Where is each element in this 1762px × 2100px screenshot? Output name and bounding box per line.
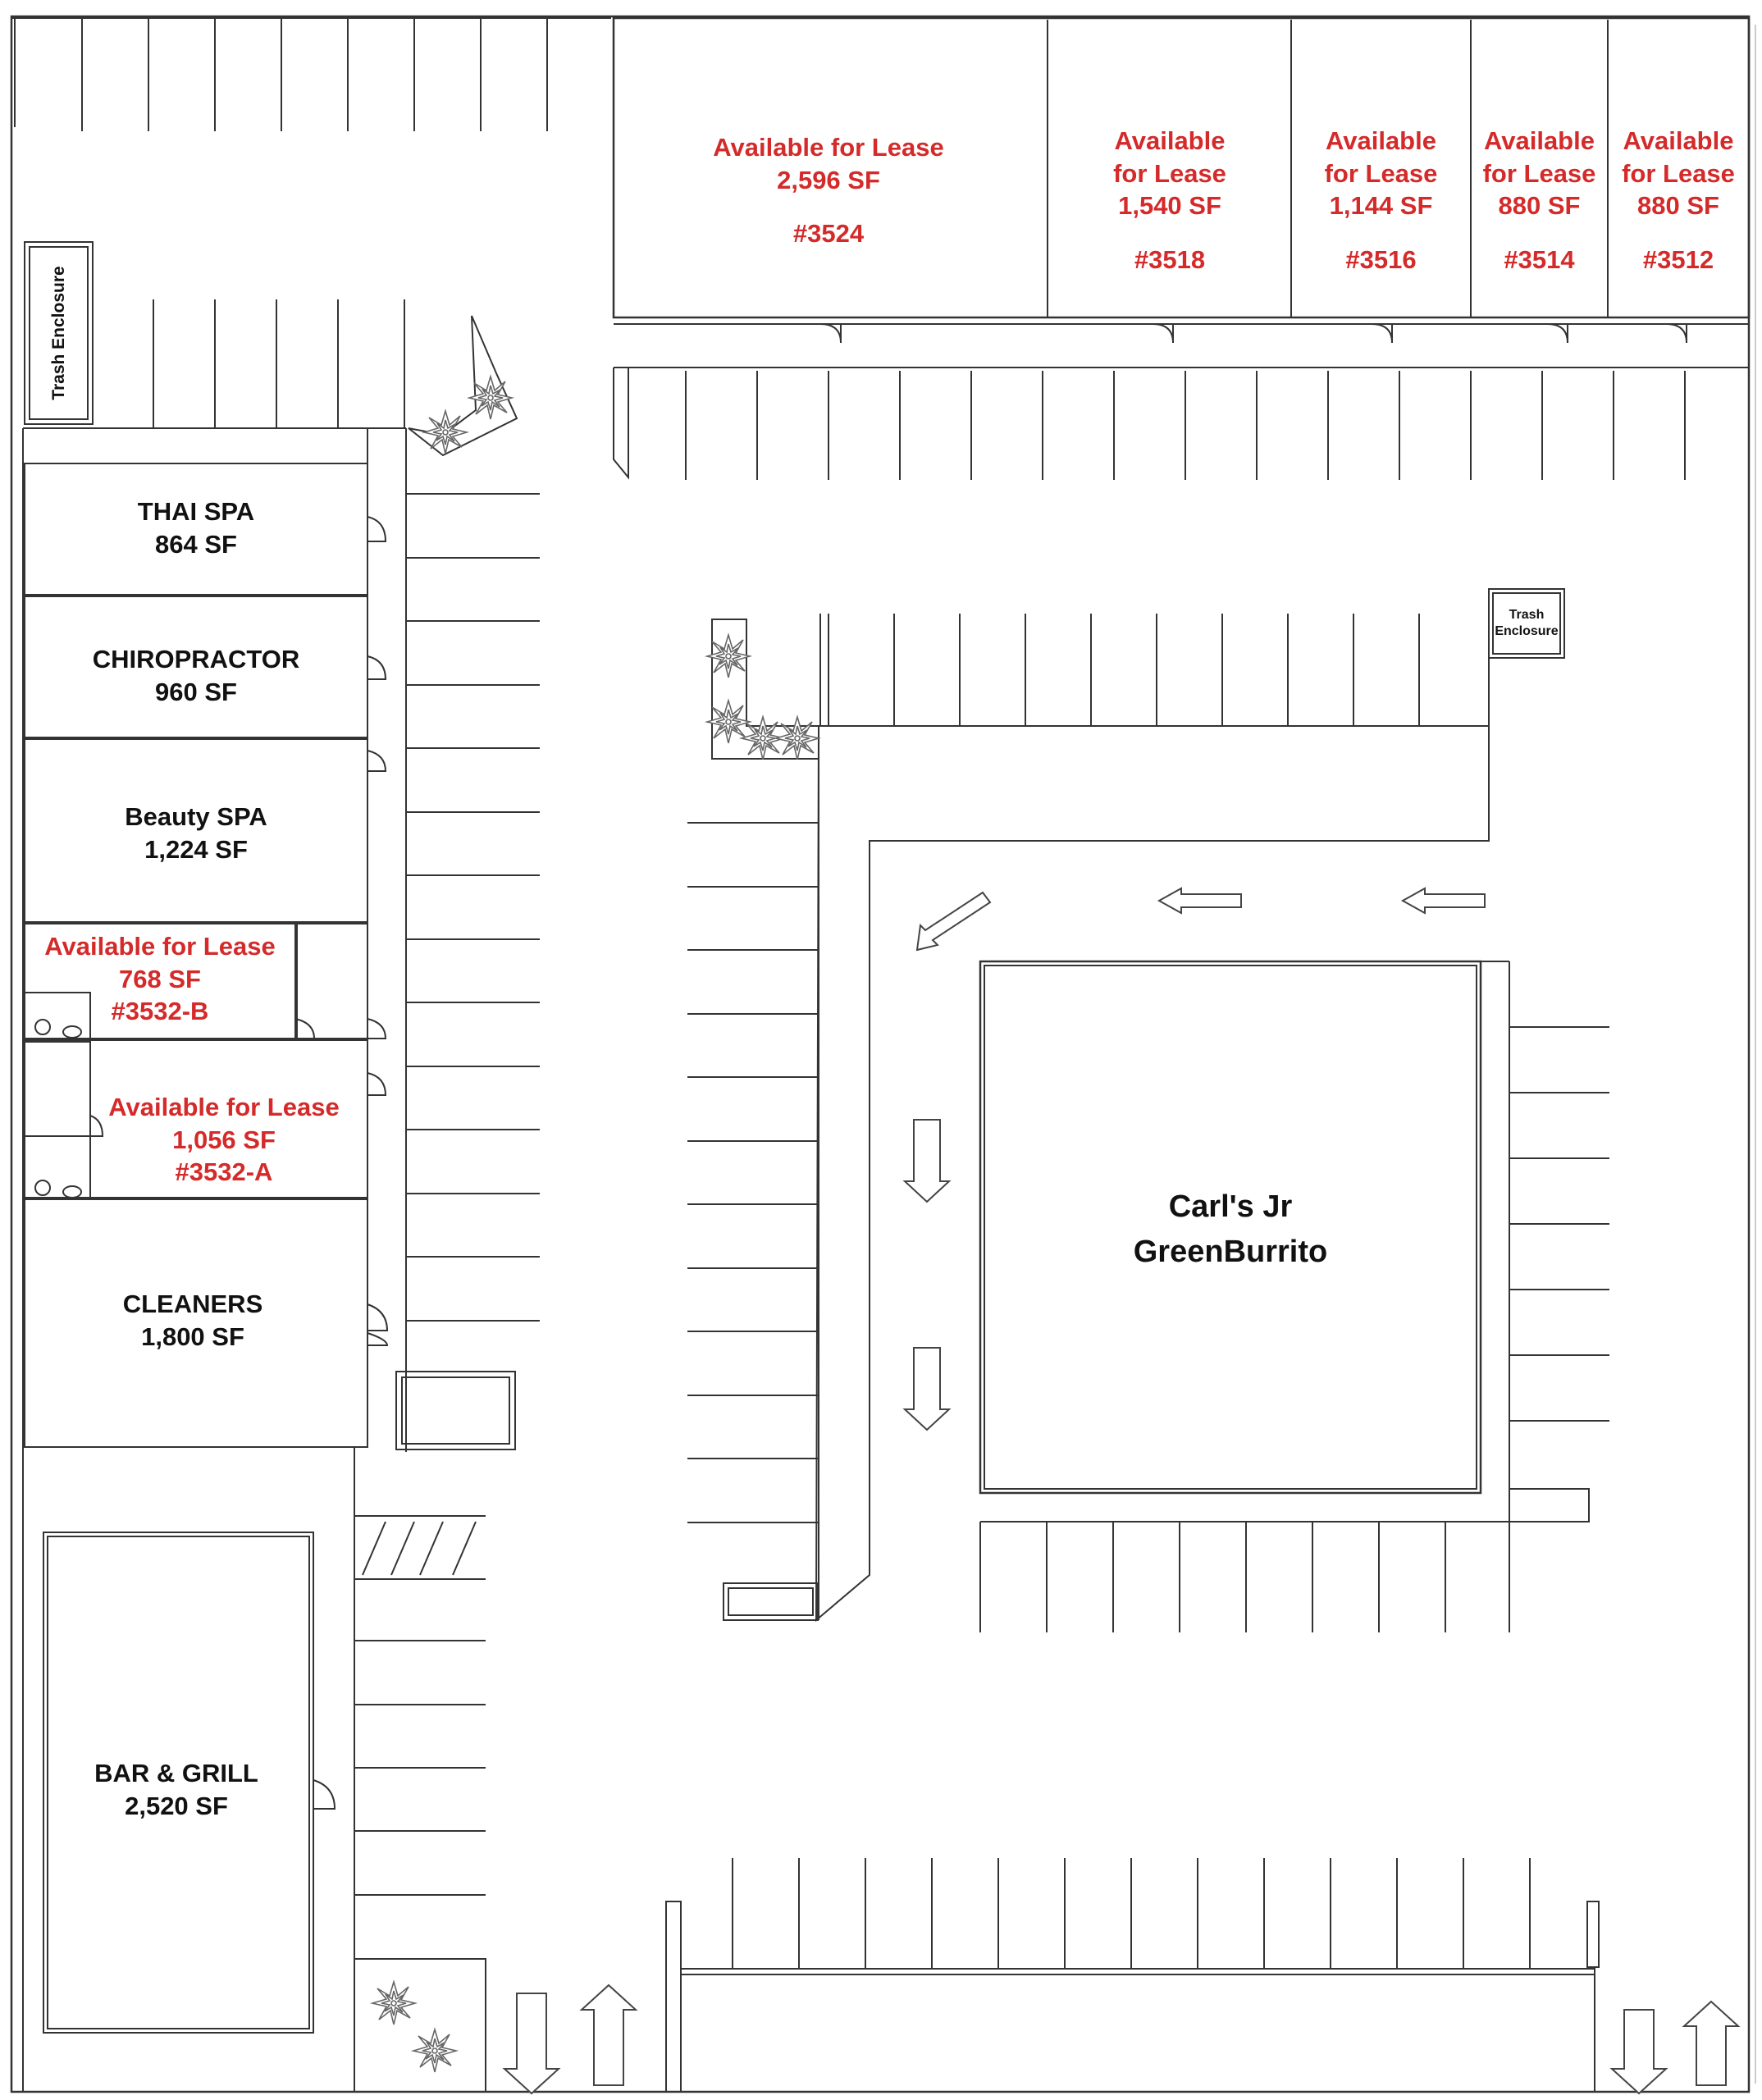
unit-3532b-number: #3532-B <box>111 997 209 1026</box>
bar-grill-name: BAR & GRILL <box>94 1759 258 1787</box>
unit-3512-label: Available for Lease 880 SF #3512 <box>1609 125 1747 276</box>
trash-enclosure-right-line1: Trash <box>1509 608 1545 622</box>
unit-3532a-status: Available for Lease <box>108 1093 340 1121</box>
unit-3518-line1: Available <box>1114 126 1226 155</box>
unit-3514-area: 880 SF <box>1498 191 1581 221</box>
unit-3524-label: Available for Lease 2,596 SF #3524 <box>664 131 993 250</box>
beauty-spa-name: Beauty SPA <box>125 802 267 831</box>
carls-jr-line2: GreenBurrito <box>1133 1235 1328 1270</box>
unit-3512-area: 880 SF <box>1637 191 1719 221</box>
unit-3512-number: #3512 <box>1642 245 1714 275</box>
thai-spa-area: 864 SF <box>155 529 237 559</box>
unit-3518-number: #3518 <box>1134 245 1206 275</box>
trash-enclosure-left-label: Trash Enclosure <box>49 266 68 400</box>
unit-3512-line1: Available <box>1623 126 1734 155</box>
unit-3516-label: Available for Lease 1,144 SF #3516 <box>1293 125 1469 276</box>
unit-3532b-status: Available for Lease <box>44 932 276 961</box>
beauty-spa-label: Beauty SPA 1,224 SF <box>33 801 359 865</box>
trash-enclosure-right-label: Trash Enclosure <box>1491 607 1562 640</box>
unit-3516-area: 1,144 SF <box>1329 191 1433 221</box>
unit-3532a-label: Available for Lease 1,056 SF #3532-A <box>97 1091 351 1189</box>
unit-3514-line2: for Lease <box>1482 158 1596 188</box>
unit-3516-line2: for Lease <box>1324 158 1438 188</box>
thai-spa-label: THAI SPA 864 SF <box>33 495 359 560</box>
carls-jr-label: Carl's Jr GreenBurrito <box>1066 1185 1395 1275</box>
unit-3516-number: #3516 <box>1345 245 1417 275</box>
chiropractor-label: CHIROPRACTOR 960 SF <box>33 643 359 708</box>
bar-grill-label: BAR & GRILL 2,520 SF <box>49 1757 304 1822</box>
unit-3514-number: #3514 <box>1504 245 1575 275</box>
cleaners-label: CLEANERS 1,800 SF <box>33 1288 353 1353</box>
cleaners-area: 1,800 SF <box>141 1322 244 1351</box>
unit-3514-label: Available for Lease 880 SF #3514 <box>1472 125 1606 276</box>
unit-3524-status: Available for Lease <box>713 133 944 162</box>
thai-spa-name: THAI SPA <box>137 497 255 526</box>
chiropractor-area: 960 SF <box>155 677 237 706</box>
chiropractor-name: CHIROPRACTOR <box>92 645 300 673</box>
bar-grill-area: 2,520 SF <box>125 1791 228 1820</box>
parking-top-left <box>14 18 548 131</box>
carls-jr-line1: Carl's Jr <box>1168 1189 1293 1224</box>
unit-3532b-label: Available for Lease 768 SF #3532-B <box>33 930 287 1028</box>
unit-3516-line1: Available <box>1326 126 1436 155</box>
trash-enclosure-right-line2: Enclosure <box>1495 624 1559 638</box>
unit-3532b-area: 768 SF <box>119 964 201 993</box>
cleaners-name: CLEANERS <box>122 1290 263 1318</box>
unit-3524-area: 2,596 SF <box>777 165 880 194</box>
unit-3532a-area: 1,056 SF <box>172 1125 276 1154</box>
unit-3512-line2: for Lease <box>1622 158 1735 188</box>
beauty-spa-area: 1,224 SF <box>144 834 248 864</box>
unit-3524-number: #3524 <box>792 219 865 249</box>
unit-3514-line1: Available <box>1484 126 1595 155</box>
unit-3518-label: Available for Lease 1,540 SF #3518 <box>1050 125 1290 276</box>
unit-3518-area: 1,540 SF <box>1118 191 1221 221</box>
unit-3518-line2: for Lease <box>1113 158 1226 188</box>
unit-3532a-number: #3532-A <box>175 1157 273 1187</box>
